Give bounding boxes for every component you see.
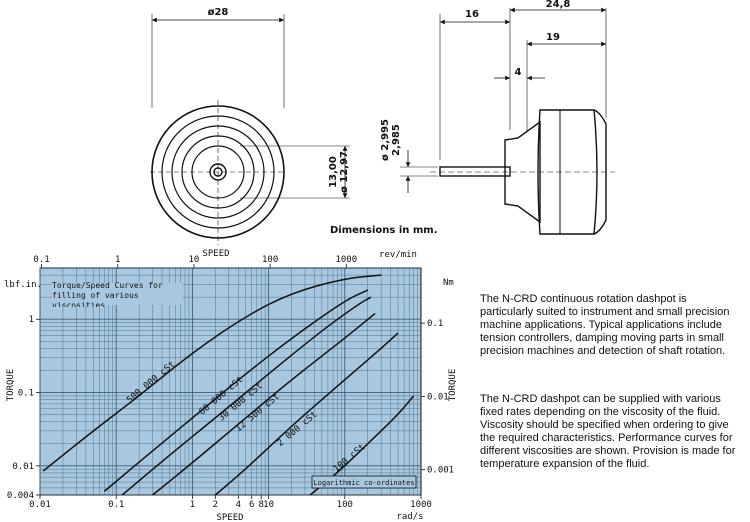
series-lines <box>42 274 415 496</box>
dimensions-note: Dimensions in mm. <box>330 225 438 236</box>
y-tick-label: 0.01 <box>12 462 34 472</box>
x-top-tick-label: 100 <box>262 255 278 265</box>
y-tick-label: 1 <box>29 315 34 325</box>
y-right-tick-label: 0.1 <box>427 319 443 329</box>
dim-19-label: 19 <box>546 32 560 43</box>
y-tick-label: 0.004 <box>7 491 34 501</box>
dim-2985-label: 2,985 <box>391 124 402 156</box>
x-tick-label: 8 <box>259 500 264 510</box>
y-tick-label: 0.1 <box>18 389 34 399</box>
dim-28-label: ø28 <box>208 7 229 18</box>
dim-4-label: 4 <box>515 67 522 78</box>
chart-title: Torque/Speed Curves for filling of vario… <box>52 281 163 307</box>
x-axis-unit: rad/s <box>396 512 423 522</box>
description-paragraph-1: The N-CRD continuous rotation dashpot is… <box>480 293 730 357</box>
series-line <box>214 332 399 496</box>
grid <box>39 267 421 496</box>
dim-1297-label: ø 12,97 <box>339 151 350 193</box>
x-tick-label: 10 <box>263 500 274 510</box>
series-line <box>152 312 376 496</box>
y-right-axis-unit: Nm <box>443 278 454 288</box>
series-line <box>121 296 372 496</box>
x-top-tick-label: 1000 <box>335 255 357 265</box>
y-right-axis-title: TORQUE <box>448 369 458 402</box>
side-view <box>400 7 615 235</box>
x-tick-label: 0.1 <box>108 500 124 510</box>
x-tick-label: 100 <box>337 500 353 510</box>
x-tick-label: 2 <box>213 500 218 510</box>
dim-16-label: 16 <box>465 9 479 20</box>
dim-2995-label: ø 2,995 <box>380 119 391 161</box>
x-tick-label: 6 <box>249 500 254 510</box>
x-top-tick-label: 10 <box>188 255 199 265</box>
series-line <box>103 289 369 492</box>
x-top-tick-label: 1 <box>115 255 120 265</box>
x-top-axis-title: SPEED <box>202 249 229 259</box>
x-top-axis-unit: rev/min <box>379 250 417 260</box>
dim-248-label: 24,8 <box>546 0 571 10</box>
x-top-tick-label: 0.1 <box>33 255 49 265</box>
x-axis-title: SPEED <box>216 513 243 522</box>
y-right-tick-label: 0.01 <box>427 392 449 402</box>
dim-13-label: 13,00 <box>328 156 339 188</box>
x-tick-label: 4 <box>236 500 241 510</box>
chart-title-wrap: Torque/Speed Curves for filling of vario… <box>52 281 163 307</box>
chart-annotation: Logarithmic co-ordinates <box>313 479 414 487</box>
y-axis-title: TORQUE <box>6 369 16 402</box>
x-tick-label: 1000 <box>410 500 432 510</box>
description-paragraph-2: The N-CRD dashpot can be supplied with v… <box>480 393 736 470</box>
annotation-box <box>311 475 417 489</box>
series-line <box>42 274 382 472</box>
x-tick-label: 1 <box>190 500 195 510</box>
chart-title-box <box>52 283 182 305</box>
y-right-tick-label: 0.001 <box>427 466 454 476</box>
front-view <box>150 14 350 245</box>
x-tick-label: 0.01 <box>29 500 51 510</box>
y-axis-unit: lbf.in. <box>4 280 42 290</box>
